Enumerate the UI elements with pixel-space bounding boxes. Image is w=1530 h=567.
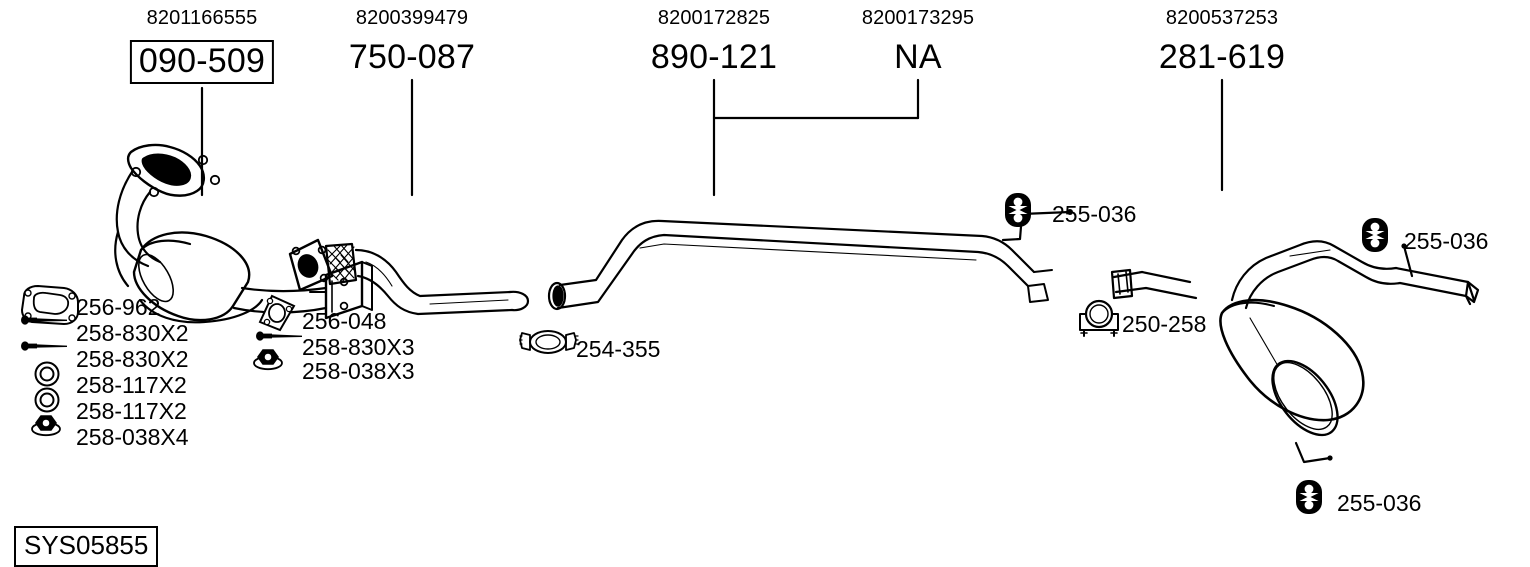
system-code-badge: SYS05855 (14, 526, 159, 567)
part-ref-wrapper-4: 281-619 (1159, 40, 1285, 74)
legend-item-mid-hardware-0: 256-048 (302, 308, 387, 334)
legend-item-front-hardware-4: 258-117X2 (76, 398, 187, 424)
part-ref-wrapper-0: 090-509 (129, 40, 275, 84)
legend-icon-bolt-2 (21, 341, 67, 351)
callout-clamp-ubolt-icon-1: 250-258 (1122, 311, 1207, 337)
part-ref-4: 281-619 (1158, 38, 1286, 76)
legend-icon-flange-nut-1 (31, 415, 61, 437)
part-ref-2: 890-121 (650, 38, 778, 76)
part-ref-3: NA (894, 38, 942, 76)
part-ref-1: 750-087 (348, 38, 476, 76)
hanger-icon-1 (1005, 193, 1031, 227)
callout-rubber-hanger-icon-4: 255-036 (1337, 490, 1422, 516)
oem-number-3: 8200173295 (861, 7, 975, 29)
oem-number-2: 8200172825 (657, 7, 771, 29)
callout-rubber-hanger-icon-2: 255-036 (1052, 201, 1137, 227)
legend-item-front-hardware-2: 258-830X2 (76, 346, 189, 372)
part-ref-0: 090-509 (129, 40, 275, 84)
part-ref-wrapper-3: NA (894, 40, 942, 74)
callout-clamp-double-bolt-icon-0: 254-355 (576, 336, 661, 362)
oem-number-1: 8200399479 (355, 7, 469, 29)
legend-item-mid-hardware-2: 258-038X3 (302, 358, 415, 384)
callout-rubber-hanger-icon-3: 255-036 (1404, 228, 1489, 254)
oem-number-0: 8201166555 (146, 7, 258, 29)
legend-icon-flange-nut-2 (253, 349, 283, 371)
legend-item-front-hardware-5: 258-038X4 (76, 424, 189, 450)
legend-icon-washer-2 (34, 387, 60, 413)
hanger-icon-2 (1362, 218, 1388, 252)
legend-item-front-hardware-0: 256-962 (76, 294, 161, 320)
legend-icon-washer-1 (34, 361, 60, 387)
hanger-icon-3 (1296, 480, 1322, 514)
legend-icon-bolt-3 (256, 331, 302, 341)
legend-item-mid-hardware-1: 258-830X3 (302, 334, 415, 360)
legend-icon-gasket-triangle (258, 294, 296, 332)
legend-item-front-hardware-3: 258-117X2 (76, 372, 187, 398)
legend-item-front-hardware-1: 258-830X2 (76, 320, 189, 346)
part-ref-wrapper-2: 890-121 (651, 40, 777, 74)
part-ref-wrapper-1: 750-087 (349, 40, 475, 74)
oem-number-4: 8200537253 (1165, 7, 1279, 29)
